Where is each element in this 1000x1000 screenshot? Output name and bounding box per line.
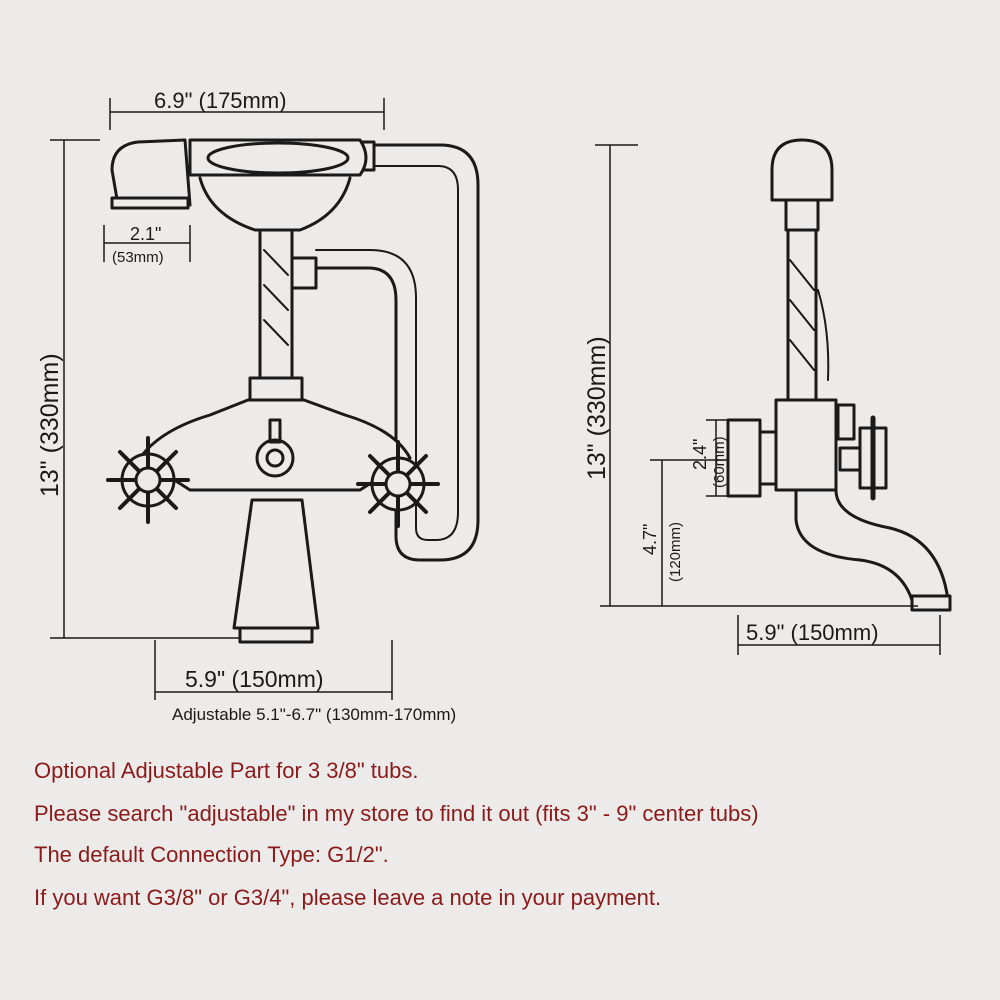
- head-width-inch-label: 2.1": [130, 224, 161, 244]
- base-width-label: 5.9" (150mm): [185, 666, 324, 692]
- stand-pipe: [232, 498, 320, 630]
- side-post-twist: [789, 259, 815, 371]
- right-cross-handle: [356, 440, 440, 528]
- flange-nut: [758, 430, 778, 486]
- diverter-knob: [290, 256, 318, 290]
- note-store-search: Please search "adjustable" in my store t…: [34, 801, 759, 826]
- inlet-mm-label: (60mm): [711, 436, 728, 488]
- shower-hose-inner: [315, 165, 459, 541]
- post-twist: [263, 249, 289, 346]
- side-height-label: 13" (330mm): [583, 336, 611, 480]
- spout-reach-label: 5.9" (150mm): [746, 620, 879, 645]
- handset-head: [110, 138, 192, 207]
- side-handset-neck: [784, 198, 820, 232]
- head-width-mm-label: (53mm): [112, 249, 164, 266]
- body-center-inner: [265, 448, 285, 468]
- handset-cradle: [198, 176, 352, 232]
- wall-flange: [726, 418, 762, 498]
- note-default-connection: The default Connection Type: G1/2".: [34, 842, 389, 867]
- note-optional-part: Optional Adjustable Part for 3 3/8" tubs…: [34, 758, 419, 783]
- inlet-inch-label: 2.4": [690, 439, 710, 470]
- side-body: [774, 398, 838, 492]
- front-dimension-lines: [50, 98, 393, 700]
- left-cross-handle: [106, 436, 190, 524]
- side-post: [786, 228, 818, 402]
- cradle-post: [258, 228, 294, 382]
- side-cross-handle: [838, 415, 888, 501]
- handset-width-label: 6.9" (175mm): [154, 88, 287, 113]
- handset-head-rim: [110, 196, 190, 210]
- spout-height-inch-label: 4.7": [640, 524, 660, 555]
- spout-height-mm-label: (120mm): [667, 522, 684, 582]
- side-dimension-lines: [595, 144, 941, 655]
- spout-outlet: [910, 594, 952, 612]
- body-slot: [268, 418, 282, 444]
- adjustable-range-label: Adjustable 5.1"-6.7" (130mm-170mm): [172, 705, 456, 724]
- body-center-outer: [255, 438, 295, 478]
- side-view: [726, 138, 952, 612]
- side-spout: [794, 488, 950, 602]
- side-hose: [817, 289, 830, 381]
- shower-hose: [314, 143, 480, 562]
- handset-grip: [206, 141, 350, 175]
- front-view: [106, 138, 480, 644]
- note-other-connections: If you want G3/8" or G3/4", please leave…: [34, 885, 662, 910]
- stand-base: [238, 626, 314, 644]
- side-diverter: [836, 403, 856, 441]
- front-height-label: 13" (330mm): [36, 353, 64, 497]
- post-collar: [248, 376, 304, 402]
- side-handset-top: [770, 138, 834, 202]
